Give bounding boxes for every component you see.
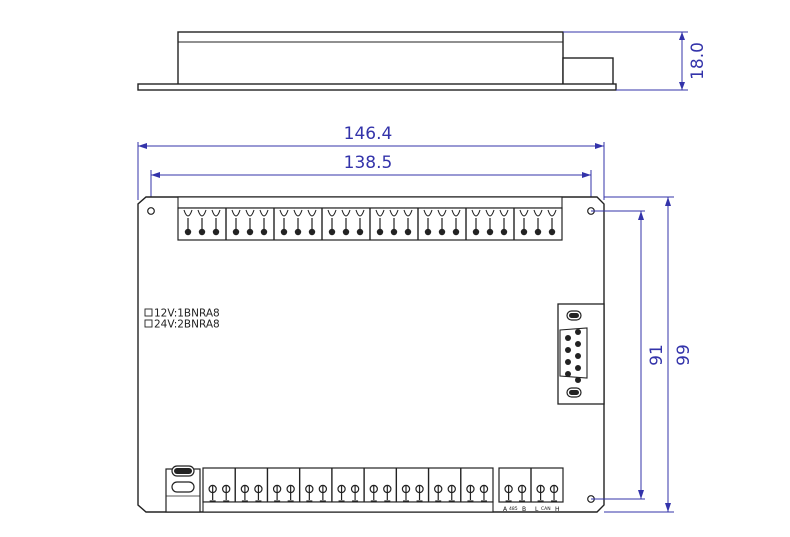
bottom-terminal-pin [305, 484, 314, 502]
db9-connector [557, 303, 605, 405]
model-label-12v: 12V:1BNRA8 [154, 308, 220, 320]
bus-label-a: A [503, 506, 508, 513]
checkbox-24v [144, 319, 153, 328]
bottom-terminal-pin [415, 484, 424, 502]
mounting-hole-top-left [147, 207, 155, 215]
top-terminal-pin [211, 209, 221, 236]
top-terminal-pin [197, 209, 207, 236]
bottom-terminal-pin [369, 484, 378, 502]
side-connector-block [562, 57, 614, 87]
db9-pin [575, 365, 581, 371]
top-terminal-pin [245, 209, 255, 236]
dim-hole-width: 138.5 [344, 153, 393, 173]
db9-pin [565, 371, 571, 377]
bottom-terminal-strip [202, 467, 494, 513]
bottom-terminal-pin [447, 484, 456, 502]
bottom-terminal-pin [383, 484, 392, 502]
top-terminal-pin [259, 209, 269, 236]
db9-pin [575, 377, 581, 383]
db9-pin [565, 359, 571, 365]
db9-pin [565, 347, 571, 353]
bottom-terminal-pin [272, 484, 282, 502]
bottom-terminal-pin [479, 484, 489, 502]
top-terminal-pin [279, 209, 289, 236]
db9-pin [575, 353, 581, 359]
bus-label-l: L [535, 506, 539, 513]
top-terminal-pin [437, 209, 447, 236]
model-label-24v: 24V:2BNRA8 [154, 319, 220, 331]
top-terminal-pin [471, 209, 481, 236]
vertical-dimensions: 91 99 [591, 196, 694, 513]
top-terminal-pin [341, 209, 351, 236]
bottom-terminal-pin [286, 484, 295, 502]
dim-outer-width: 146.4 [344, 124, 393, 144]
dim-outer-height: 99 [674, 344, 694, 366]
top-view: 12V:1BNRA8 24V:2BNRA8 A 485 B L CAN H [137, 196, 605, 513]
side-base-plate [137, 83, 617, 91]
checkbox-12v [144, 308, 153, 317]
top-terminal-pin [355, 209, 365, 236]
bottom-terminal-pin [434, 484, 443, 502]
bottom-terminal-pin [254, 484, 263, 502]
db9-pin [565, 335, 571, 341]
dim-hole-height: 91 [647, 344, 667, 366]
top-terminal-pin [533, 209, 543, 236]
db9-pin [575, 341, 581, 347]
top-terminal-pin [547, 209, 557, 236]
top-terminal-pin [485, 209, 495, 236]
dim-height-side: 18.0 [688, 42, 708, 80]
bus-label-b: B [522, 506, 526, 513]
bus-terminal-pin [549, 484, 559, 502]
top-terminal-pin [307, 209, 317, 236]
top-terminal-pin [375, 209, 385, 236]
bus-terminal-strip [498, 467, 564, 503]
bottom-terminal-pin [401, 484, 411, 502]
bottom-terminal-pin [466, 484, 475, 502]
top-terminal-pin [403, 209, 413, 236]
bottom-terminal-pin [350, 484, 360, 502]
side-enclosure-body [177, 31, 564, 86]
bus-label-485: 485 [509, 506, 518, 512]
top-terminal-pin [451, 209, 461, 236]
top-terminal-pin [231, 209, 241, 236]
side-view: 18.0 [137, 31, 708, 91]
top-terminal-pin [519, 209, 529, 236]
bottom-terminal-pin [208, 484, 217, 502]
db9-pin [575, 329, 581, 335]
top-terminal-pin [183, 209, 193, 236]
board-outline [137, 196, 605, 513]
bus-terminal-pin [504, 484, 513, 502]
top-terminal-pin [389, 209, 399, 236]
bottom-terminal-pin [318, 484, 328, 502]
bottom-terminal-pin [221, 484, 231, 502]
power-jack [165, 465, 201, 513]
bottom-terminal-pin [240, 484, 250, 502]
bus-label-can: CAN [541, 506, 551, 512]
bottom-terminal-pin [337, 484, 346, 502]
top-terminal-pin [423, 209, 433, 236]
bus-terminal-pin [536, 484, 545, 502]
top-terminal-pin [499, 209, 509, 236]
horizontal-dimensions: 146.4 138.5 [137, 124, 605, 208]
bus-label-h: H [555, 506, 560, 513]
top-terminal-pin [293, 209, 303, 236]
top-terminal-pin [327, 209, 337, 236]
bus-terminal-pin [517, 484, 527, 502]
top-terminal-strip [177, 196, 563, 241]
